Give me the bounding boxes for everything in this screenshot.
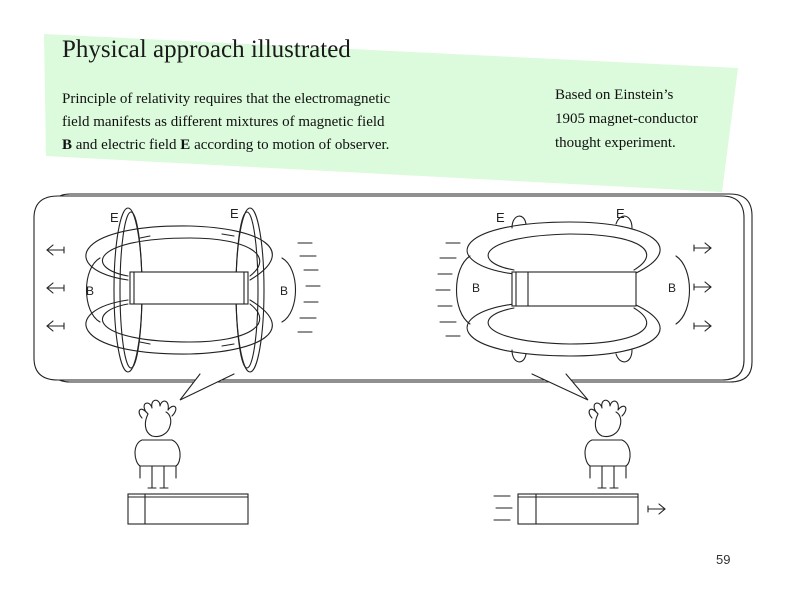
observer-head — [144, 411, 172, 438]
arrow-left-icon — [46, 282, 65, 294]
observer-head — [594, 411, 622, 438]
left-magnet — [129, 271, 249, 305]
left-conductor — [127, 493, 249, 525]
right-b-label-1: B — [472, 281, 480, 295]
page-number: 59 — [716, 552, 731, 567]
body-paragraph: Principle of relativity requires that th… — [62, 88, 522, 157]
right-e-label-2: E — [616, 206, 625, 221]
left-b-label-1: B — [86, 284, 94, 298]
body-line-3-end: according to motion of observer. — [190, 137, 390, 153]
arrow-right-icon — [693, 320, 712, 332]
right-b-field-lines — [455, 215, 691, 363]
right-motion-arrows — [693, 242, 712, 332]
side-note-line-2: 1905 magnet-conductor — [555, 111, 698, 127]
right-e-label-1: E — [496, 210, 505, 225]
arrow-right-icon — [693, 281, 712, 293]
body-line-3: B and electric field E according to moti… — [62, 134, 522, 157]
body-line-2: field manifests as different mixtures of… — [62, 114, 385, 130]
left-e-label-2: E — [230, 206, 239, 221]
body-line-1: Principle of relativity requires that th… — [62, 91, 391, 107]
right-field-scene: E E B B — [435, 206, 712, 363]
thought-bubble — [33, 193, 753, 401]
slide-title: Physical approach illustrated — [62, 36, 351, 63]
arrow-right-icon — [647, 503, 666, 515]
right-conductor — [493, 493, 666, 525]
right-field-dashes — [435, 242, 461, 337]
bubble-tail-left — [179, 373, 235, 401]
bubble-tail-right — [531, 373, 589, 401]
side-note: Based on Einstein’s 1905 magnet-conducto… — [555, 83, 755, 155]
left-b-field-lines — [85, 225, 297, 355]
banner-shape — [44, 34, 738, 192]
right-b-label-2: B — [668, 281, 676, 295]
side-note-line-1: Based on Einstein’s — [555, 87, 674, 103]
observer-hair — [138, 399, 177, 419]
side-note-line-3: thought experiment. — [555, 135, 676, 151]
left-field-dashes — [139, 233, 321, 347]
left-observer — [134, 399, 181, 489]
observer-hair — [588, 399, 627, 419]
left-e-label-1: E — [110, 210, 119, 225]
left-motion-arrows — [46, 244, 65, 332]
b-field-symbol: B — [62, 137, 73, 153]
arrow-left-icon — [46, 320, 65, 332]
observer-body — [134, 439, 181, 489]
left-field-scene: E E B B — [46, 206, 321, 373]
title-banner — [44, 34, 738, 192]
e-field-symbol: E — [180, 137, 191, 153]
observer-body — [584, 439, 631, 489]
left-b-label-2: B — [280, 284, 288, 298]
body-line-3-mid: and electric field — [72, 137, 181, 153]
right-observer — [584, 399, 631, 489]
arrow-right-icon — [693, 242, 712, 254]
arrow-left-icon — [46, 244, 65, 256]
right-magnet — [511, 271, 637, 307]
